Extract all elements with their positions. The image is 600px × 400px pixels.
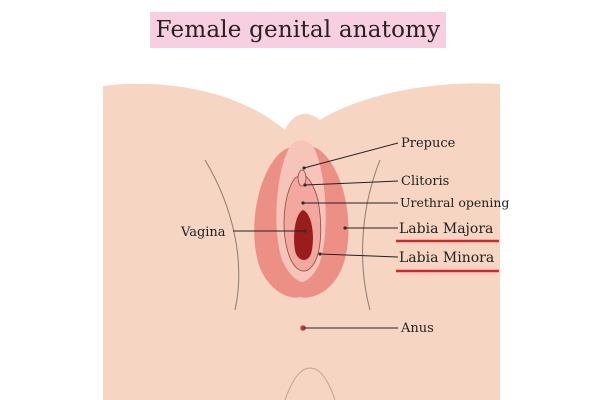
vagina-opening-shape	[294, 210, 313, 260]
label-labia-minora: Labia Minora	[399, 250, 494, 266]
page-title: Female genital anatomy	[155, 17, 441, 43]
clitoris-leader	[304, 180, 399, 186]
title-banner: Female genital anatomy	[150, 12, 446, 48]
label-vagina: Vagina	[180, 225, 226, 240]
clitoris-shape	[297, 169, 307, 187]
label-prepuce: Prepuce	[401, 136, 456, 151]
label-labia-majora: Labia Majora	[399, 221, 493, 237]
prepuce-leader	[303, 142, 399, 169]
labia-minora-leader	[319, 253, 399, 258]
right-thigh-line	[362, 159, 381, 311]
buttock-crease	[284, 367, 336, 400]
label-urethral-opening: Urethral opening	[400, 195, 509, 210]
label-anus: Anus	[400, 321, 434, 336]
label-clitoris: Clitoris	[401, 174, 449, 189]
left-thigh-line	[204, 159, 240, 311]
